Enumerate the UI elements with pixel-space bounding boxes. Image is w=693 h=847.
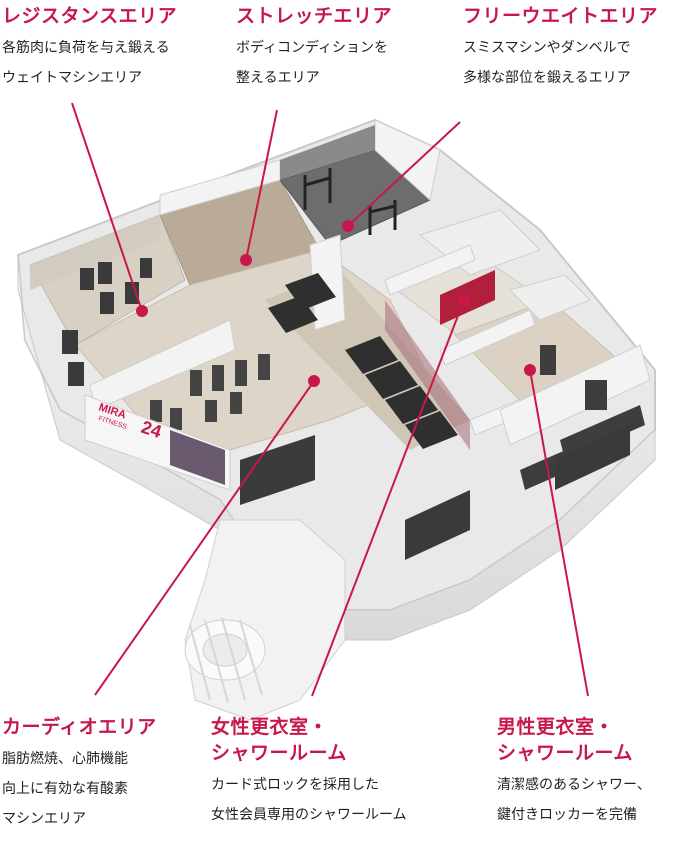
leader-lines — [71, 102, 589, 697]
label-cardio-title: カーディオエリア — [2, 716, 157, 738]
label-cardio: カーディオエリア 脂肪燃焼、心肺機能 向上に有効な有酸素 マシンエリア — [2, 714, 157, 834]
marker-resistance — [136, 305, 148, 317]
leader-women — [311, 299, 465, 697]
label-freeweight-desc: スミスマシンやダンベルで 多様な部位を鍛えるエリア — [463, 40, 631, 86]
leader-men — [529, 369, 589, 697]
marker-dots — [136, 220, 536, 387]
front-wall-panels — [405, 425, 630, 560]
leader-stretch — [245, 109, 278, 261]
label-freeweight: フリーウエイトエリア スミスマシンやダンベルで 多様な部位を鍛えるエリア — [463, 3, 658, 93]
label-resistance: レジスタンスエリア 各筋肉に負荷を与え鍛える ウェイトマシンエリア — [2, 3, 177, 93]
resistance-machines — [62, 258, 152, 386]
label-women-title: 女性更衣室・ シャワールーム — [211, 716, 347, 764]
label-resistance-title: レジスタンスエリア — [2, 5, 178, 27]
marker-freeweight — [342, 220, 354, 232]
entrance-signage: MIRA FITNESS 24 — [84, 394, 315, 505]
label-stretch-title: ストレッチエリア — [236, 5, 393, 27]
label-resistance-desc: 各筋肉に負荷を与え鍛える ウェイトマシンエリア — [2, 40, 170, 86]
label-freeweight-title: フリーウエイトエリア — [463, 5, 659, 27]
label-stretch: ストレッチエリア ボディコンディションを 整えるエリア — [236, 3, 392, 93]
label-stretch-desc: ボディコンディションを 整えるエリア — [236, 40, 389, 86]
free-weight-rack — [303, 168, 397, 235]
marker-women — [458, 294, 470, 306]
interior-walls — [89, 119, 651, 446]
label-men-title: 男性更衣室・ シャワールーム — [497, 716, 633, 764]
label-women: 女性更衣室・ シャワールーム カード式ロックを採用した 女性会員専用のシャワール… — [211, 714, 407, 830]
marker-stretch — [240, 254, 252, 266]
leader-cardio — [94, 380, 315, 696]
label-women-desc: カード式ロックを採用した 女性会員専用のシャワールーム — [211, 777, 407, 823]
label-cardio-desc: 脂肪燃焼、心肺機能 向上に有効な有酸素 マシンエリア — [2, 751, 128, 827]
marker-cardio — [308, 375, 320, 387]
label-men: 男性更衣室・ シャワールーム 清潔感のあるシャワー、 鍵付きロッカーを完備 — [497, 714, 651, 830]
leader-freeweight — [347, 121, 461, 227]
marker-men — [524, 364, 536, 376]
entrance-stairs — [184, 519, 346, 721]
label-men-desc: 清潔感のあるシャワー、 鍵付きロッカーを完備 — [497, 777, 651, 823]
cardio-bikes — [150, 354, 270, 430]
leader-resistance — [71, 102, 143, 312]
